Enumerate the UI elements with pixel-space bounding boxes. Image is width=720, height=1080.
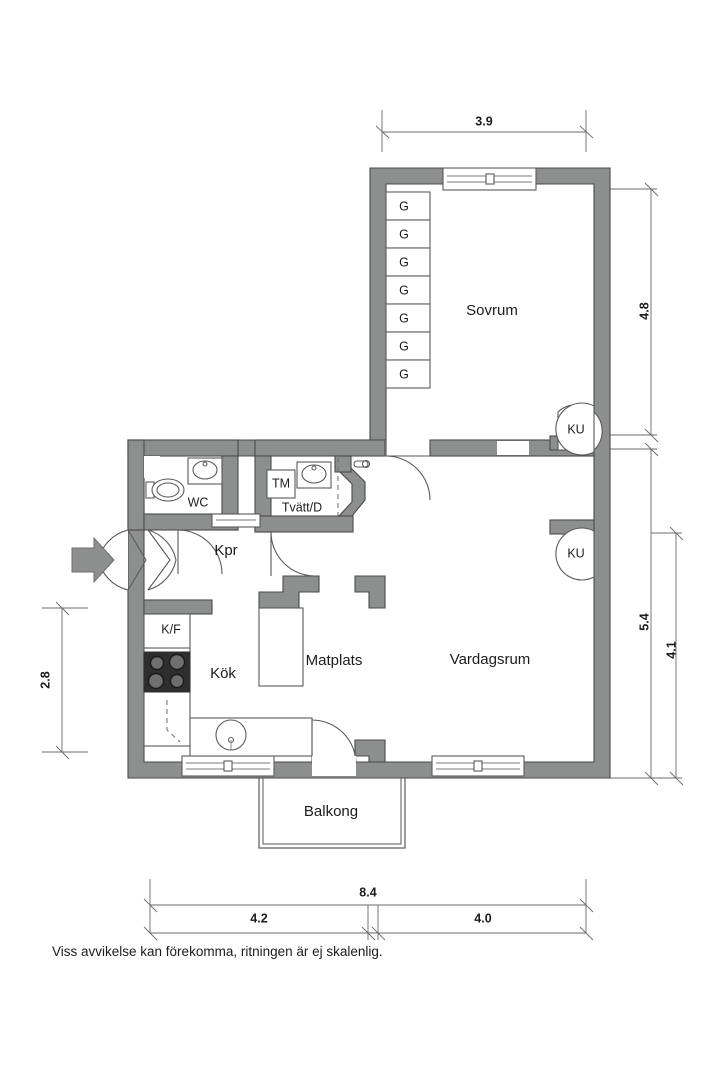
disclaimer-caption: Viss avvikelse kan förekomma, ritningen …	[52, 944, 383, 959]
ku-closet-living: KU	[555, 527, 595, 581]
wardrobe-label-6: G	[399, 339, 409, 353]
fridge-freezer-label: K/F	[161, 622, 181, 636]
dim-bottom-8-4: 8.4	[359, 885, 376, 899]
room-label-tvatt: Tvätt/D	[282, 500, 322, 514]
dim-bottom-4-0: 4.0	[474, 911, 491, 925]
room-label-wc: WC	[188, 495, 209, 509]
wardrobe-label-1: G	[399, 199, 409, 213]
dimension-group-left: 2.8	[38, 601, 88, 760]
dim-bottom-4-2: 4.2	[250, 911, 267, 925]
room-label-kok: Kök	[210, 665, 236, 682]
room-label-matplats: Matplats	[306, 652, 363, 669]
windows	[181, 167, 537, 777]
ku-closet-bedroom: KU	[555, 402, 603, 456]
dimension-group-top: 3.9	[375, 110, 594, 152]
room-label-sovrum: Sovrum	[466, 302, 518, 319]
dimension-group-bottom: 8.4 4.2 4.0	[143, 879, 594, 941]
washing-machine-label: TM	[272, 476, 290, 490]
wardrobe-label-5: G	[399, 311, 409, 325]
room-labels: Sovrum WC Tvätt/D Kpr Kök Matplats Varda…	[188, 302, 531, 820]
laundry-fixtures: TM	[266, 458, 371, 516]
doors	[71, 455, 431, 776]
room-label-kpr: Kpr	[214, 542, 237, 559]
wardrobe-label-7: G	[399, 367, 409, 381]
window-wc-small	[211, 513, 261, 528]
room-label-balkong: Balkong	[304, 803, 358, 820]
toilet-icon	[145, 478, 185, 502]
wardrobe-label-4: G	[399, 283, 409, 297]
wc-fixtures	[145, 457, 223, 502]
room-label-vardagsrum: Vardagsrum	[450, 651, 531, 668]
window-bedroom-north	[442, 167, 537, 191]
dim-right-4-1: 4.1	[664, 641, 678, 658]
entrance-arrow	[71, 536, 115, 584]
wardrobe-label-2: G	[399, 227, 409, 241]
dim-right-4-8: 4.8	[637, 302, 651, 319]
window-living-south	[431, 755, 525, 777]
dim-left-2-8: 2.8	[38, 671, 52, 688]
ku-label-living: KU	[567, 546, 584, 560]
wardrobe-label-3: G	[399, 255, 409, 269]
dimension-group-right: 4.8 5.4 4.1	[610, 182, 684, 786]
dim-top-3-9: 3.9	[475, 114, 492, 128]
wardrobe-row-sovrum: G G G G G G G	[385, 191, 431, 389]
dim-right-5-4: 5.4	[637, 613, 651, 630]
kitchen-fixtures: K/F	[143, 607, 313, 757]
interior-walls	[127, 435, 595, 763]
shower-icon	[347, 459, 371, 469]
ku-label-bedroom: KU	[567, 422, 584, 436]
window-kitchen-south	[181, 755, 275, 777]
